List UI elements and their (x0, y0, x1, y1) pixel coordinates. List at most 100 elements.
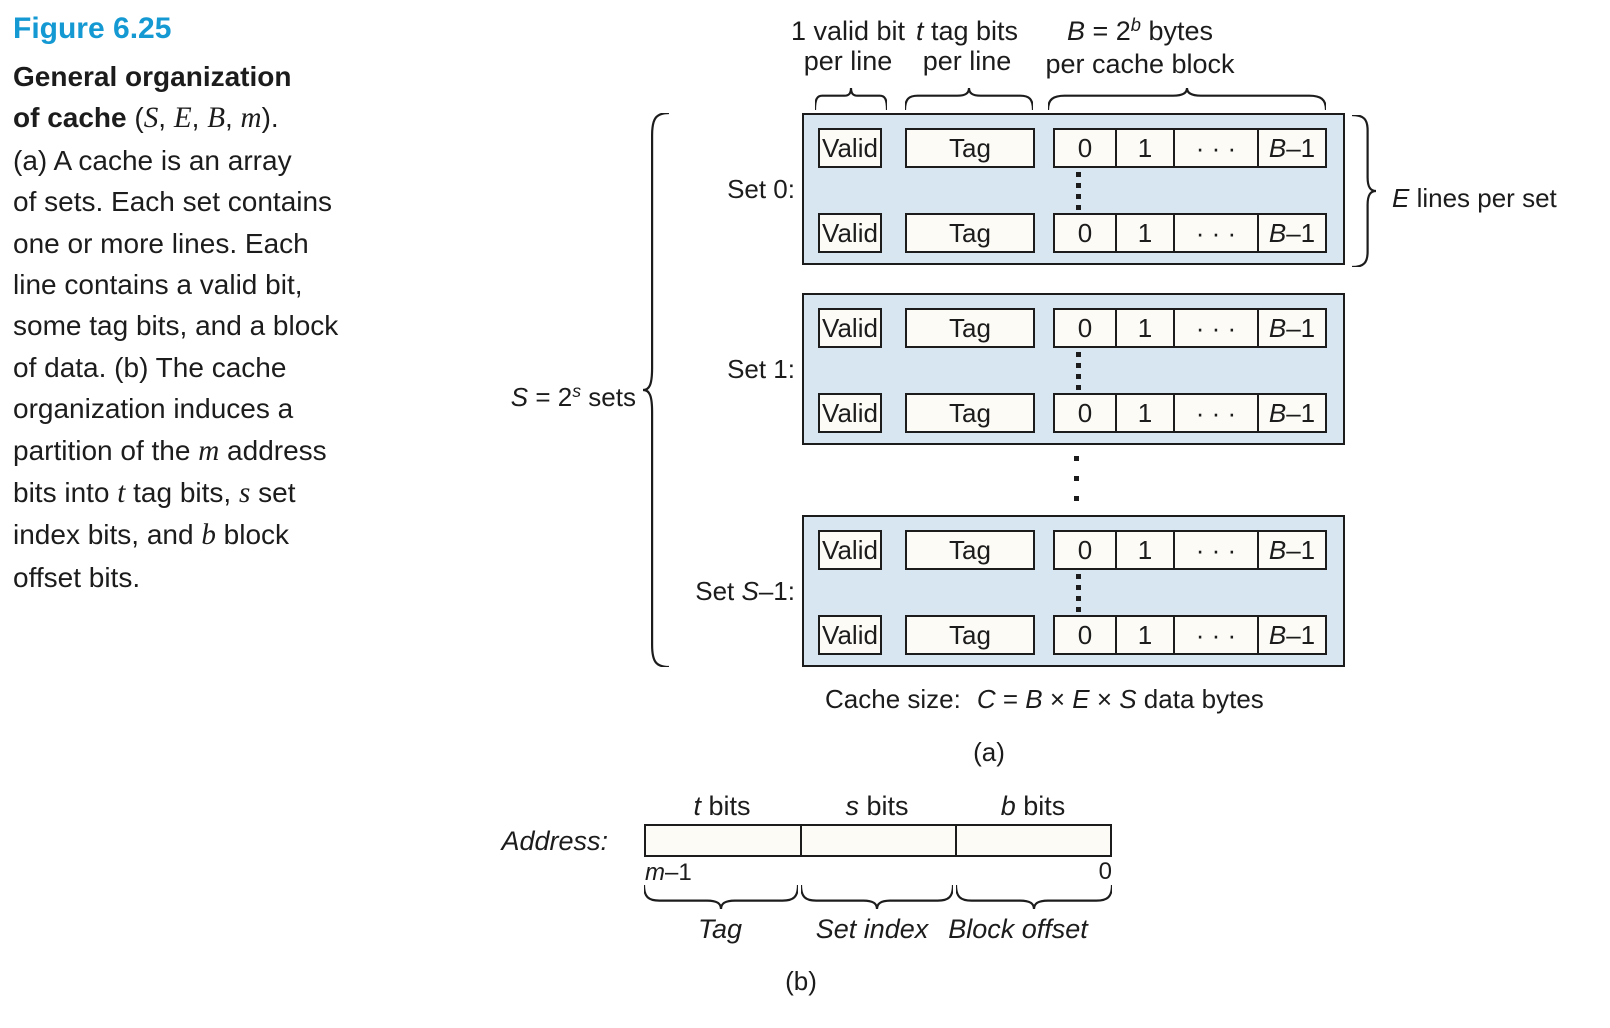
bit-label-b: b bits (1000, 791, 1066, 821)
data-cell: 0 (1053, 308, 1117, 348)
set-0-box: Valid Tag 0 1 · · · B–1 Valid Tag 0 1 · … (802, 113, 1345, 265)
data-cell: 1 (1115, 393, 1175, 433)
data-cell: B–1 (1257, 308, 1327, 348)
vertical-ellipsis (1076, 352, 1081, 390)
column-label-line: per line (803, 46, 893, 76)
bit-label-t: t bits (693, 791, 751, 821)
valid-box: Valid (818, 308, 882, 348)
column-label-line: 1 valid bit (790, 16, 906, 46)
data-cell: 0 (1053, 393, 1117, 433)
curly-brace-bottom-icon (644, 885, 798, 909)
data-cell: · · · (1173, 530, 1259, 570)
data-cell: · · · (1173, 213, 1259, 253)
field-label-set-index: Set index (815, 914, 929, 944)
s-sets-label: S = 2s sets (510, 381, 636, 412)
vertical-ellipsis (1076, 574, 1081, 612)
caption-line: of sets. Each set contains (13, 186, 333, 218)
valid-box: Valid (818, 615, 882, 655)
data-cell: 0 (1053, 128, 1117, 168)
field-label-block-offset: Block offset (948, 914, 1088, 944)
set-s-1-box: Valid Tag 0 1 · · · B–1 Valid Tag 0 1 · … (802, 515, 1345, 667)
curly-brace-top-icon (1048, 88, 1326, 110)
data-cell: B–1 (1257, 213, 1327, 253)
caption-line: one or more lines. Each (13, 227, 309, 259)
address-box (644, 824, 1112, 857)
data-cell: 1 (1115, 308, 1175, 348)
data-cell: B–1 (1257, 615, 1327, 655)
data-block: 0 1 · · · B–1 (1053, 530, 1327, 570)
data-cell: B–1 (1257, 128, 1327, 168)
address-field-divider (955, 826, 957, 855)
data-block: 0 1 · · · B–1 (1053, 615, 1327, 655)
tag-box: Tag (905, 615, 1035, 655)
set-1-box: Valid Tag 0 1 · · · B–1 Valid Tag 0 1 · … (802, 293, 1345, 445)
caption-line: of data. (b) The cache (13, 351, 287, 383)
cache-size-formula: C = B × E × S data bytes (976, 684, 1264, 714)
curly-brace-top-icon (815, 88, 887, 110)
data-block: 0 1 · · · B–1 (1053, 393, 1327, 433)
caption-line: of cache (S, E, B, m). (13, 102, 279, 135)
part-b-tag: (b) (785, 966, 817, 996)
valid-box: Valid (818, 393, 882, 433)
msb-label: m–1 (645, 859, 692, 886)
data-cell: 1 (1115, 615, 1175, 655)
figure-title: Figure 6.25 (13, 12, 172, 45)
column-label-line: B = 2b bytes (1066, 13, 1214, 46)
data-cell: 1 (1115, 530, 1175, 570)
lsb-label: 0 (1098, 858, 1112, 885)
caption-line: organization induces a (13, 393, 294, 425)
data-cell: · · · (1173, 393, 1259, 433)
caption-line: partition of the m address (13, 434, 327, 467)
column-label-line: per line (922, 46, 1012, 76)
address-field-divider (800, 826, 802, 855)
data-cell: 0 (1053, 213, 1117, 253)
tag-box: Tag (905, 530, 1035, 570)
caption-line: line contains a valid bit, (13, 269, 303, 301)
e-lines-label: E lines per set (1392, 183, 1557, 213)
figure-caption: Figure 6.25 General organization of cach… (13, 12, 433, 598)
data-block: 0 1 · · · B–1 (1053, 213, 1327, 253)
column-label-block-bytes: B = 2b bytes per cache block (1010, 13, 1270, 79)
caption-line: offset bits. (13, 561, 141, 593)
data-block: 0 1 · · · B–1 (1053, 128, 1327, 168)
data-block: 0 1 · · · B–1 (1053, 308, 1327, 348)
tag-box: Tag (905, 128, 1035, 168)
column-label-line: per cache block (1045, 49, 1235, 79)
curly-brace-bottom-icon (956, 885, 1112, 909)
data-cell: · · · (1173, 615, 1259, 655)
data-cell: · · · (1173, 308, 1259, 348)
column-label-line: t tag bits (915, 16, 1019, 46)
caption-line: General organization (13, 61, 292, 92)
address-label: Address: (501, 826, 608, 856)
caption-line: (a) A cache is an array (13, 144, 292, 176)
field-label-tag: Tag (697, 914, 743, 944)
data-cell: B–1 (1257, 530, 1327, 570)
valid-box: Valid (818, 128, 882, 168)
bit-label-s: s bits (845, 791, 909, 821)
column-label-tag-bits: t tag bits per line (857, 16, 1077, 76)
set-label-1: Set 1: (727, 354, 795, 384)
vertical-ellipsis (1074, 456, 1079, 501)
set-label-s-1: Set S–1: (695, 576, 795, 606)
curly-brace-top-icon (905, 88, 1033, 110)
curly-brace-right-icon (1352, 115, 1376, 267)
curly-brace-bottom-icon (801, 885, 953, 909)
data-cell: B–1 (1257, 393, 1327, 433)
cache-size-label: Cache size: (825, 684, 961, 714)
data-cell: 0 (1053, 530, 1117, 570)
tag-box: Tag (905, 213, 1035, 253)
caption-line: some tag bits, and a block (13, 310, 339, 342)
curly-brace-left-icon (643, 113, 669, 667)
data-cell: · · · (1173, 128, 1259, 168)
cache-size-line: Cache size: C = B × E × S data bytes (825, 684, 1264, 715)
set-label-0: Set 0: (727, 174, 795, 204)
caption-line: index bits, and b block (13, 519, 290, 552)
tag-box: Tag (905, 308, 1035, 348)
valid-box: Valid (818, 530, 882, 570)
valid-box: Valid (818, 213, 882, 253)
data-cell: 1 (1115, 213, 1175, 253)
tag-box: Tag (905, 393, 1035, 433)
part-a-tag: (a) (973, 737, 1005, 767)
caption-line: bits into t tag bits, s set (13, 477, 296, 510)
